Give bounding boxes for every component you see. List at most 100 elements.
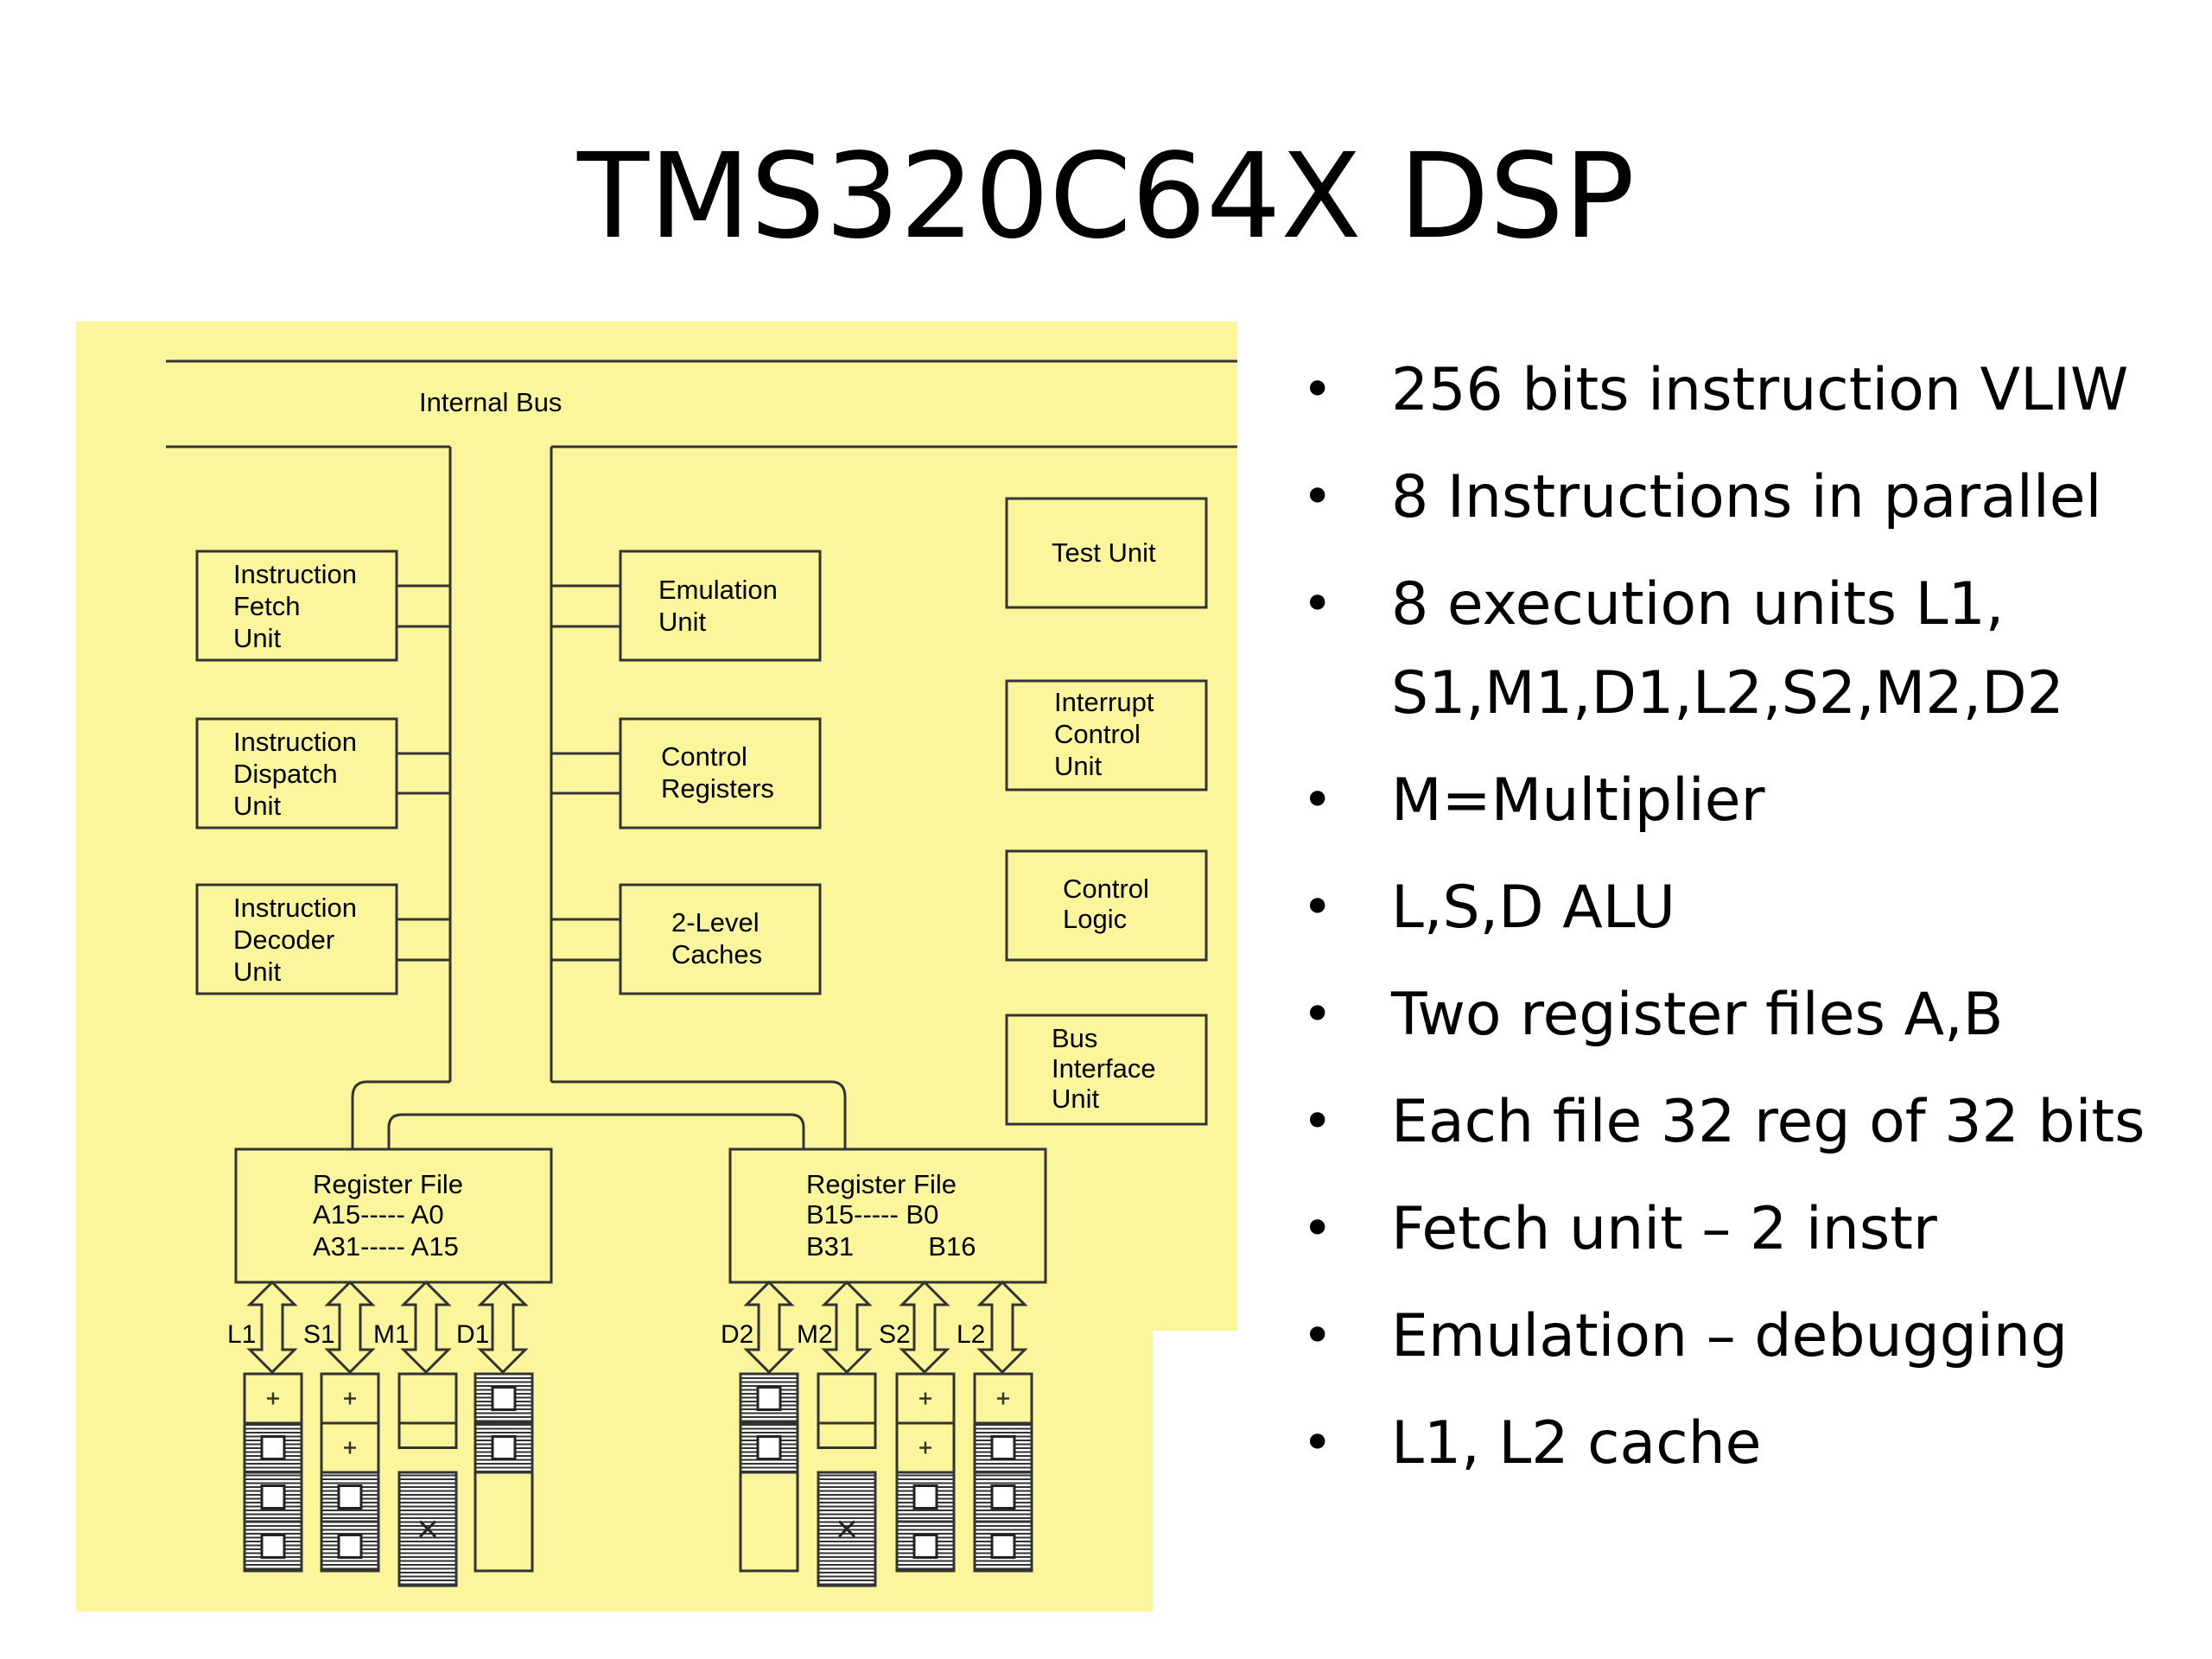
register-icon	[756, 1386, 782, 1411]
instruction-fetch-label-2: Fetch	[233, 591, 301, 621]
emulation-unit-label-2: Unit	[658, 607, 707, 637]
register-file-a-label-1: Register File	[313, 1169, 463, 1199]
test-unit	[1005, 497, 1208, 609]
adder-icon	[919, 1441, 931, 1454]
architecture-diagram: Internal Bus Instruction Fetch Unit Inst…	[76, 321, 1237, 1611]
bullet-item: 8 Instructions in parallel	[1292, 453, 2190, 542]
bullet-item: Each file 32 reg of 32 bits	[1292, 1077, 2190, 1166]
instruction-fetch-unit	[195, 550, 398, 662]
register-icon	[912, 1534, 938, 1559]
register-file-b-label-3: B31 B16	[806, 1231, 976, 1262]
register-file-a-label-3: A31----- A15	[313, 1231, 459, 1262]
pipeline-stage	[973, 1372, 1033, 1425]
adder-icon	[344, 1392, 356, 1405]
data-path-arrow	[743, 1280, 795, 1375]
register-icon	[756, 1435, 782, 1460]
bullet-item: M=Multiplier	[1292, 756, 2190, 845]
pipeline-stage	[817, 1421, 877, 1449]
register-file-b	[728, 1147, 1047, 1284]
bullet-item: L1, L2 cache	[1292, 1399, 2190, 1488]
control-logic-label-1: Control	[1063, 874, 1149, 904]
instruction-dispatch-label-3: Unit	[233, 791, 282, 821]
bullet-list: 256 bits instruction VLIW 8 Instructions…	[1292, 346, 2190, 1506]
caches-label-1: 2-Level	[671, 907, 760, 938]
bullet-item: Fetch unit – 2 instr	[1292, 1185, 2190, 1274]
register-icon	[990, 1435, 1016, 1460]
exec-unit-label-l2: L2	[957, 1320, 985, 1349]
pipeline-stage	[973, 1471, 1033, 1523]
adder-icon	[997, 1392, 1009, 1405]
bus-interface-label-3: Unit	[1052, 1084, 1100, 1114]
interrupt-control-label-3: Unit	[1054, 751, 1103, 781]
bullet-item: L,S,D ALU	[1292, 863, 2190, 952]
exec-unit-label-m2: M2	[797, 1320, 833, 1349]
exec-unit-label-d1: D1	[456, 1320, 489, 1349]
instruction-decoder-label-3: Unit	[233, 957, 282, 987]
bus-interface-label-1: Bus	[1052, 1023, 1097, 1053]
register-icon	[491, 1435, 517, 1460]
adder-icon	[919, 1392, 931, 1405]
interrupt-control-label-1: Interrupt	[1054, 687, 1154, 717]
register-icon	[260, 1484, 286, 1510]
pipeline-stage	[397, 1471, 458, 1587]
data-path-arrow	[400, 1280, 452, 1375]
pipeline-stage	[397, 1421, 458, 1449]
adder-icon	[344, 1441, 356, 1454]
register-file-a	[234, 1147, 553, 1284]
register-icon	[491, 1386, 517, 1411]
pipeline-stage	[739, 1471, 799, 1573]
interrupt-control-label-2: Control	[1054, 719, 1141, 749]
data-path-arrow	[821, 1280, 873, 1375]
control-logic-label-2: Logic	[1063, 904, 1127, 934]
caches-label-2: Caches	[671, 939, 762, 969]
instruction-fetch-label-3: Unit	[233, 623, 282, 653]
bullet-item: Two register files A,B	[1292, 970, 2190, 1059]
multiply-icon	[418, 1520, 437, 1538]
slide-title: TMS320C64X DSP	[577, 129, 1635, 265]
instruction-decoder-label-1: Instruction	[233, 893, 357, 923]
multiply-icon	[837, 1520, 856, 1538]
data-path-arrow	[976, 1280, 1028, 1375]
register-icon	[990, 1534, 1016, 1559]
register-file-a-label-2: A15----- A0	[313, 1199, 444, 1230]
data-path-arrow	[899, 1280, 950, 1375]
instruction-decoder-unit	[195, 883, 398, 995]
emulation-unit-label-1: Emulation	[658, 575, 778, 605]
pipeline-stage	[474, 1471, 534, 1573]
exec-unit-label-s2: S2	[879, 1320, 911, 1349]
internal-bus-label: Internal Bus	[419, 387, 562, 417]
data-path-arrow	[477, 1280, 529, 1375]
bullet-item: 256 bits instruction VLIW	[1292, 346, 2190, 435]
exec-unit-label-m1: M1	[373, 1320, 410, 1349]
exec-unit-label-d2: D2	[721, 1320, 753, 1349]
bus-interface-unit	[1005, 1014, 1208, 1126]
control-logic	[1005, 849, 1208, 962]
register-icon	[260, 1435, 286, 1460]
instruction-decoder-label-2: Decoder	[233, 925, 334, 955]
interrupt-control-unit	[1005, 679, 1208, 791]
register-icon	[260, 1534, 286, 1559]
data-path-arrow	[324, 1280, 376, 1375]
bullet-item: Emulation – debugging	[1292, 1292, 2190, 1381]
diagram-background	[76, 321, 1237, 1611]
data-path-arrow	[246, 1280, 298, 1375]
pipeline-stage	[320, 1471, 380, 1523]
test-unit-label: Test Unit	[1052, 537, 1156, 568]
register-file-b-label-1: Register File	[806, 1169, 957, 1199]
exec-unit-label-l1: L1	[227, 1320, 256, 1349]
control-registers	[619, 717, 822, 830]
instruction-dispatch-unit	[195, 717, 398, 830]
instruction-dispatch-label-1: Instruction	[233, 727, 357, 757]
register-icon	[337, 1534, 363, 1559]
control-registers-label-2: Registers	[661, 773, 774, 804]
register-file-b-label-2: B15----- B0	[806, 1199, 938, 1230]
two-level-caches	[619, 883, 822, 995]
instruction-fetch-label-1: Instruction	[233, 559, 357, 589]
instruction-dispatch-label-2: Dispatch	[233, 759, 338, 789]
adder-icon	[267, 1392, 279, 1405]
control-registers-label-1: Control	[661, 741, 747, 772]
emulation-unit	[619, 550, 822, 662]
register-icon	[912, 1484, 938, 1510]
register-icon	[990, 1484, 1016, 1510]
exec-unit-label-s1: S1	[303, 1320, 335, 1349]
